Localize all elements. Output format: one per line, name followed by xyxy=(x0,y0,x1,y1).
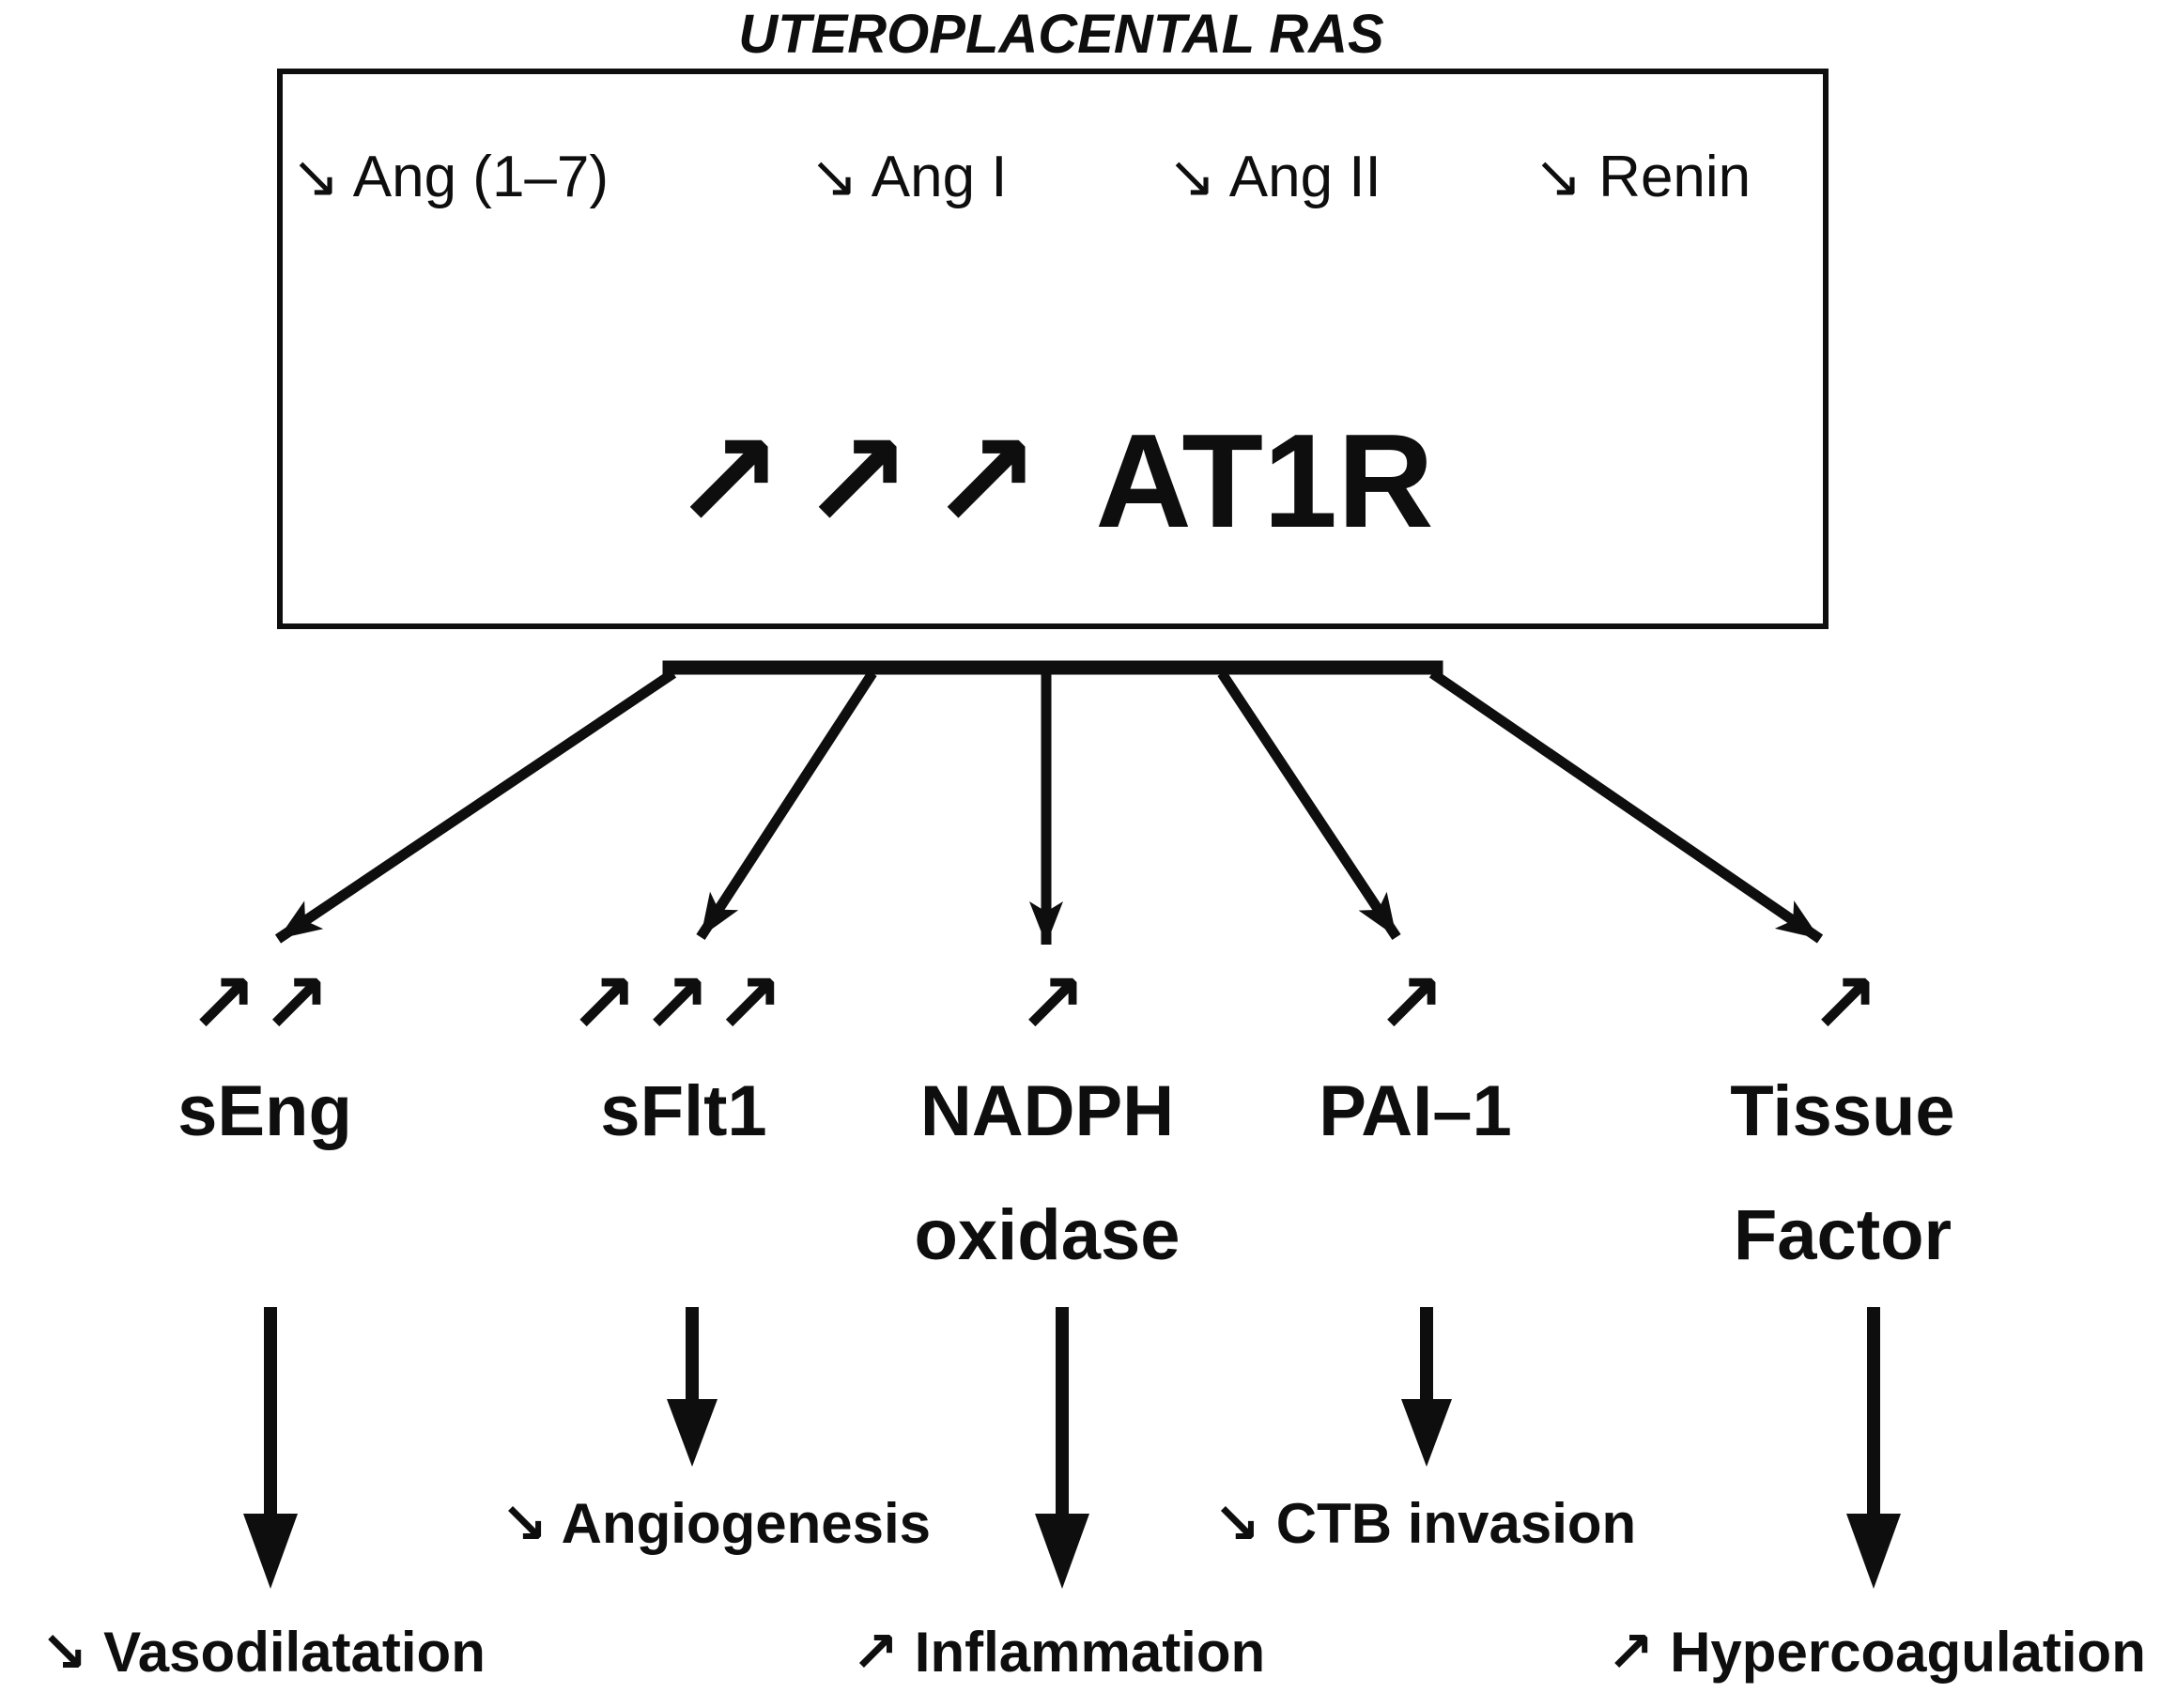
outcome-hypercoagulation: ↗ Hypercoagulation xyxy=(1607,1621,2146,1684)
uteroplacental-ras-box xyxy=(277,69,1829,629)
nadph-up-arrow-icon: ↗ xyxy=(1017,957,1090,1050)
box-item-renin: ↘ Renin xyxy=(1534,145,1752,209)
mediator-sflt1-label: sFlt1 xyxy=(600,1071,767,1151)
fan-arrow-to-seng xyxy=(274,669,677,944)
mediator-tissue-factor-label-line2: Factor xyxy=(1733,1195,1952,1275)
down-arrow-sflt1 xyxy=(667,1307,718,1467)
at1r-line: ↗↗↗AT1R xyxy=(277,415,1829,548)
box-item-ang-ii: ↘ Ang II xyxy=(1167,145,1381,209)
box-item-ang1-7: ↘ Ang (1–7) xyxy=(291,145,610,209)
mediator-nadph-label: NADPH xyxy=(919,1071,1175,1151)
outcome-vasodilatation: ↘ Vasodilatation xyxy=(40,1621,486,1684)
fan-arrow-to-sflt1 xyxy=(696,669,877,941)
down-arrow-seng xyxy=(243,1307,298,1589)
tissue-factor-up-arrow-icon: ↗ xyxy=(1810,957,1883,1050)
down-arrow-nadph xyxy=(1035,1307,1089,1589)
outcome-ctb-invasion: ↘ CTB invasion xyxy=(1212,1492,1637,1555)
fan-arrow-to-pai1 xyxy=(1217,669,1401,941)
mediator-seng-label: sEng xyxy=(177,1071,352,1151)
mediator-tissue-factor-label: Tissue xyxy=(1730,1071,1955,1151)
mediator-pai1-label: PAI–1 xyxy=(1319,1071,1512,1151)
down-arrow-pai1 xyxy=(1401,1307,1452,1467)
up-arrows-icon: ↗↗↗ xyxy=(671,407,1058,556)
box-item-ang-i: ↘ Ang I xyxy=(810,145,1008,209)
outcome-inflammation: ↗ Inflammation xyxy=(851,1621,1266,1684)
seng-up-arrows-icon: ↗↗ xyxy=(188,957,334,1050)
figure-title: UTEROPLACENTAL RAS xyxy=(738,4,1384,65)
at1r-label: AT1R xyxy=(1095,407,1434,556)
pai1-up-arrow-icon: ↗ xyxy=(1376,957,1449,1050)
sflt1-up-arrows-icon: ↗↗↗ xyxy=(568,957,788,1050)
mediator-nadph-label-line2: oxidase xyxy=(914,1195,1181,1275)
outcome-angiogenesis: ↘ Angiogenesis xyxy=(500,1492,932,1555)
down-arrow-tissue-factor xyxy=(1846,1307,1901,1589)
fan-arrow-to-tissue-factor xyxy=(1428,669,1824,944)
fan-from-ras-box xyxy=(274,660,1824,945)
